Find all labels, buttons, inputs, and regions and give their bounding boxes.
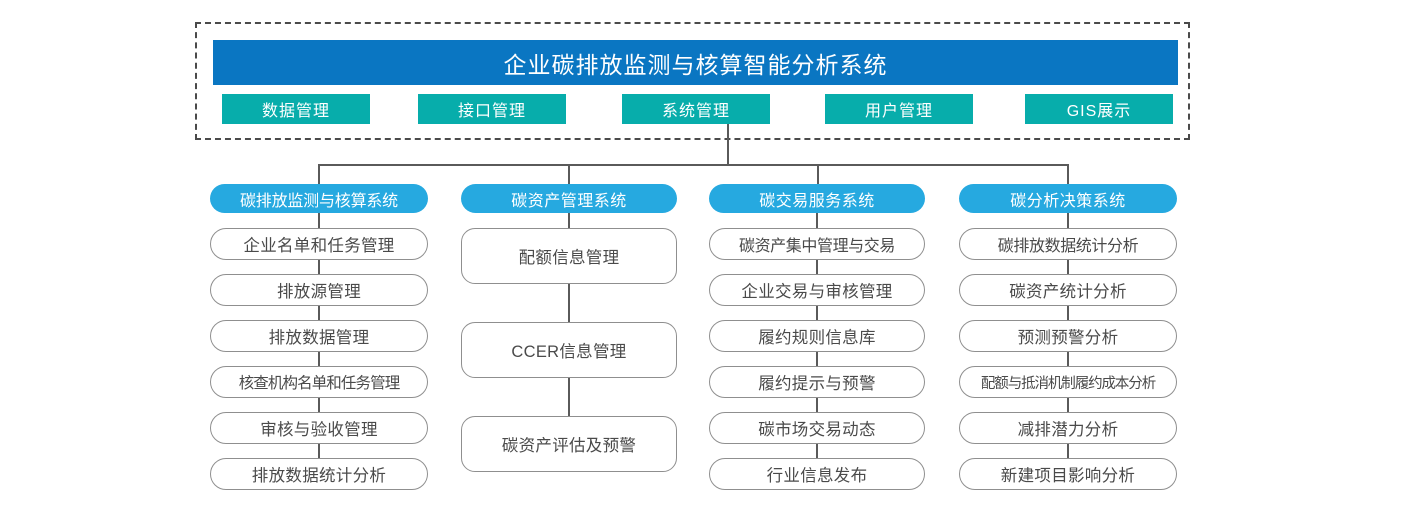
node-connector [318,444,320,458]
node-carbon-asset-valuation-alert[interactable]: 碳资产评估及预警 [461,416,677,472]
node-emission-data-mgmt[interactable]: 排放数据管理 [210,320,428,352]
drop-connector-col3 [817,164,819,186]
node-connector [318,352,320,366]
node-connector [816,398,818,412]
node-connector [318,306,320,320]
node-connector [1067,213,1069,228]
nav-button-data-management[interactable]: 数据管理 [222,94,370,124]
node-industry-info-release[interactable]: 行业信息发布 [709,458,925,490]
nav-button-user-management[interactable]: 用户管理 [825,94,973,124]
nav-button-gis-display[interactable]: GIS展示 [1025,94,1173,124]
node-connector [1067,260,1069,274]
column-carbon-monitoring: 碳排放监测与核算系统 企业名单和任务管理 排放源管理 排放数据管理 核查机构名单… [210,184,428,490]
column-header-carbon-analysis-decision[interactable]: 碳分析决策系统 [959,184,1177,213]
node-carbon-market-trading-trends[interactable]: 碳市场交易动态 [709,412,925,444]
node-connector [568,284,570,322]
column-header-carbon-trading-service[interactable]: 碳交易服务系统 [709,184,925,213]
node-connector [1067,306,1069,320]
node-quota-offset-compliance-cost-analysis[interactable]: 配额与抵消机制履约成本分析 [959,366,1177,398]
column-carbon-trading-service: 碳交易服务系统 碳资产集中管理与交易 企业交易与审核管理 履约规则信息库 履约提… [709,184,925,490]
node-emission-data-statistics[interactable]: 排放数据统计分析 [210,458,428,490]
node-connector [318,398,320,412]
node-connector [1067,398,1069,412]
node-carbon-emission-data-statistics[interactable]: 碳排放数据统计分析 [959,228,1177,260]
column-header-carbon-monitoring[interactable]: 碳排放监测与核算系统 [210,184,428,213]
page-title: 企业碳排放监测与核算智能分析系统 [213,40,1178,85]
node-connector [318,213,320,228]
drop-connector-col1 [318,164,320,186]
node-connector [568,378,570,416]
node-compliance-reminder-alert[interactable]: 履约提示与预警 [709,366,925,398]
nav-bar: 数据管理 接口管理 系统管理 用户管理 GIS展示 [213,94,1178,124]
trunk-connector-horizontal [318,164,1068,166]
node-emission-source-mgmt[interactable]: 排放源管理 [210,274,428,306]
node-forecast-alert-analysis[interactable]: 预测预警分析 [959,320,1177,352]
node-compliance-rules-repository[interactable]: 履约规则信息库 [709,320,925,352]
node-connector [816,444,818,458]
column-header-carbon-asset-management[interactable]: 碳资产管理系统 [461,184,677,213]
node-ccer-info-mgmt[interactable]: CCER信息管理 [461,322,677,378]
node-connector [1067,444,1069,458]
node-enterprise-trading-audit-mgmt[interactable]: 企业交易与审核管理 [709,274,925,306]
node-connector [816,213,818,228]
node-connector [816,306,818,320]
node-connector [816,260,818,274]
trunk-connector-vertical [727,124,729,166]
nav-button-interface-management[interactable]: 接口管理 [418,94,566,124]
drop-connector-col4 [1067,164,1069,186]
node-emission-reduction-potential-analysis[interactable]: 减排潜力分析 [959,412,1177,444]
node-connector [318,260,320,274]
drop-connector-col2 [568,164,570,186]
node-carbon-asset-central-mgmt-trading[interactable]: 碳资产集中管理与交易 [709,228,925,260]
node-verification-agency-list-task-mgmt[interactable]: 核查机构名单和任务管理 [210,366,428,398]
node-carbon-asset-statistics[interactable]: 碳资产统计分析 [959,274,1177,306]
node-quota-info-mgmt[interactable]: 配额信息管理 [461,228,677,284]
node-connector [568,213,570,228]
nav-button-system-management[interactable]: 系统管理 [622,94,770,124]
node-connector [1067,352,1069,366]
node-connector [816,352,818,366]
column-carbon-asset-management: 碳资产管理系统 配额信息管理 CCER信息管理 碳资产评估及预警 [461,184,677,472]
node-enterprise-list-task-mgmt[interactable]: 企业名单和任务管理 [210,228,428,260]
node-new-project-impact-analysis[interactable]: 新建项目影响分析 [959,458,1177,490]
column-carbon-analysis-decision: 碳分析决策系统 碳排放数据统计分析 碳资产统计分析 预测预警分析 配额与抵消机制… [959,184,1177,490]
node-audit-acceptance-mgmt[interactable]: 审核与验收管理 [210,412,428,444]
